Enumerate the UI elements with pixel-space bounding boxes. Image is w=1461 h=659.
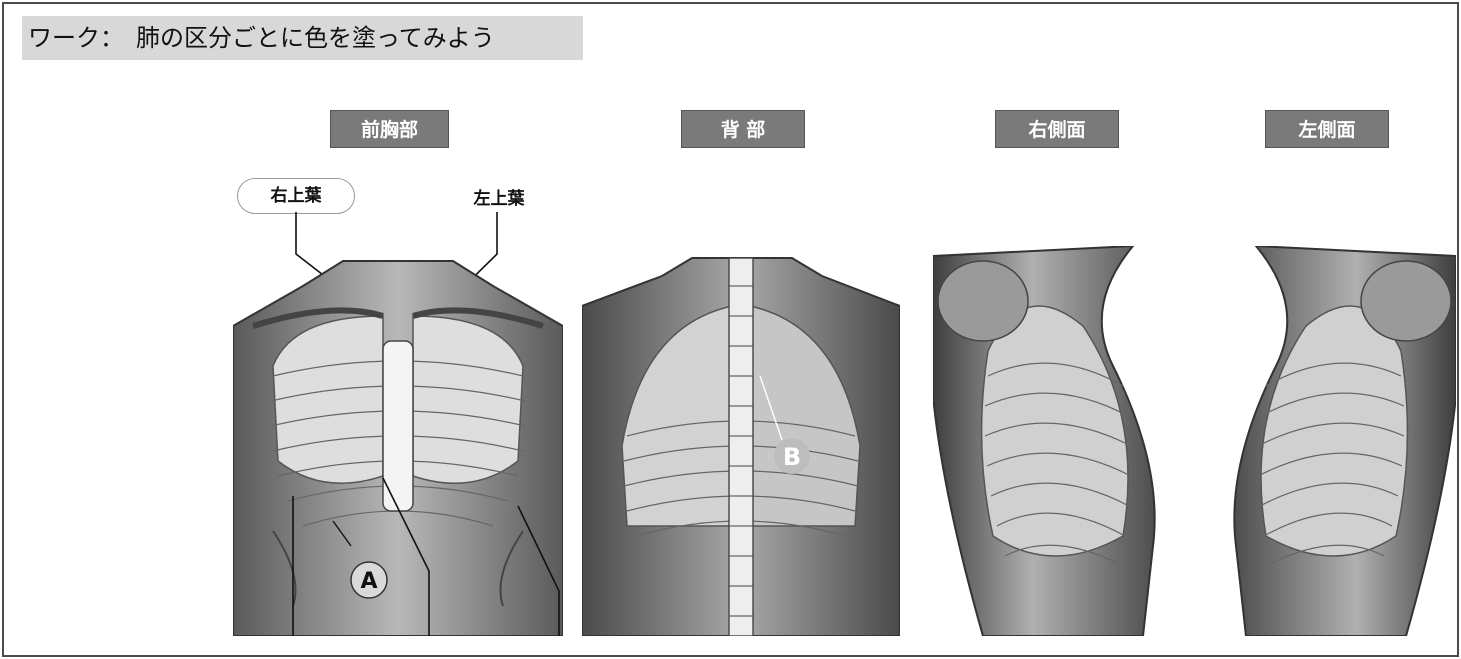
left-side-illustration: [1216, 246, 1456, 636]
marker-b: B: [783, 443, 801, 471]
front-chest-illustration: A: [233, 246, 563, 636]
back-illustration: B: [582, 246, 900, 636]
marker-a: A: [360, 569, 377, 594]
right-side-illustration: [933, 246, 1173, 636]
